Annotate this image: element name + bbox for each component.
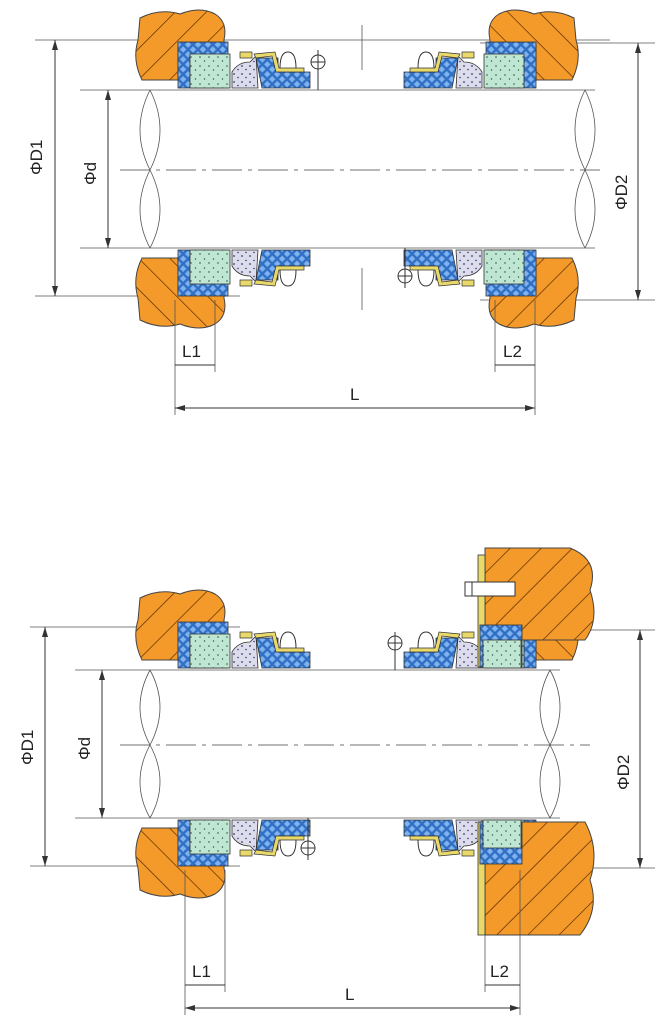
label-L2: L2	[503, 342, 522, 361]
seal-right-upper	[403, 9, 579, 89]
bolt-icon	[464, 581, 516, 597]
spring-pin-icon	[300, 632, 403, 860]
label-L1: L1	[192, 962, 211, 981]
label-D1: ΦD1	[27, 140, 46, 175]
label-d: Φd	[75, 737, 94, 760]
dimension-D2: ΦD2	[612, 43, 641, 300]
label-L: L	[350, 385, 359, 404]
seal-left-lower	[135, 249, 311, 329]
seal-right-lower	[403, 249, 579, 329]
dimension-d: Φd	[81, 90, 111, 248]
label-L: L	[345, 985, 354, 1004]
label-D2: ΦD2	[614, 755, 633, 790]
dimension-L2: L2	[484, 870, 521, 1015]
dimension-D1: ΦD1	[27, 40, 58, 296]
diagram-1: ΦD1 Φd ΦD2 L1 L2 L	[27, 9, 655, 415]
dimension-L1: L1	[184, 870, 226, 1015]
label-L2: L2	[490, 962, 509, 981]
label-D2: ΦD2	[612, 175, 631, 210]
label-d: Φd	[81, 162, 100, 185]
seal-left-upper	[135, 589, 311, 669]
seal-left-lower	[135, 819, 311, 899]
dimension-L: L	[185, 985, 520, 1011]
spring-pin-icon	[310, 50, 413, 288]
dimension-L2: L2	[494, 300, 536, 415]
dimension-L1: L1	[174, 300, 216, 415]
seal-left-upper	[135, 9, 311, 89]
shaft	[120, 89, 600, 249]
dimension-D2: ΦD2	[614, 630, 643, 868]
right-housing	[464, 547, 595, 936]
diagram-2: ΦD1 Φd ΦD2 L1 L2 L	[18, 547, 655, 1015]
label-L1: L1	[182, 342, 201, 361]
label-D1: ΦD1	[18, 730, 37, 765]
dimension-d: Φd	[75, 670, 105, 818]
dimension-L: L	[175, 385, 535, 411]
dimension-D1: ΦD1	[18, 627, 48, 866]
shaft	[120, 669, 590, 819]
